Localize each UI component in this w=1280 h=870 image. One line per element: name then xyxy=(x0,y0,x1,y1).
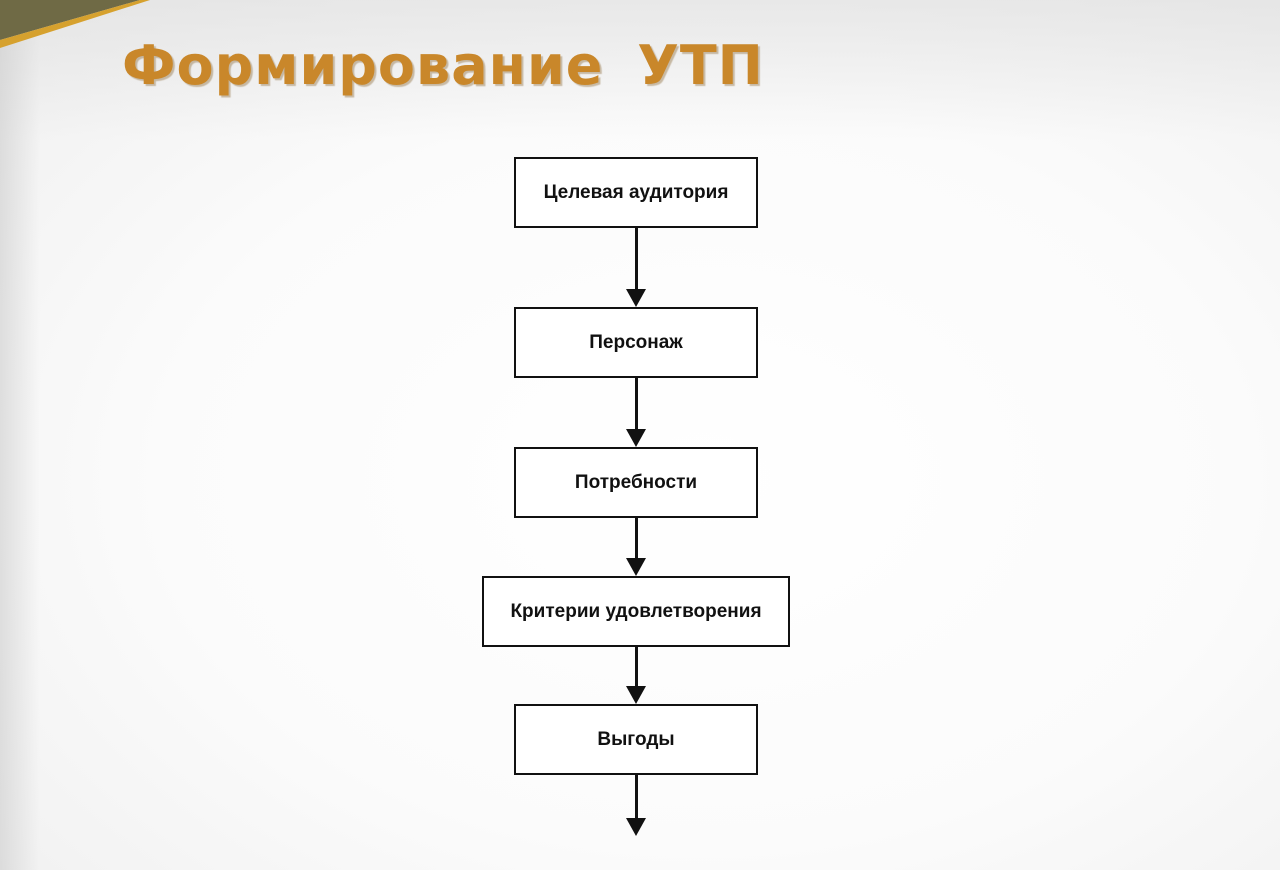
flow-arrow-line xyxy=(634,518,638,560)
flow-step-target-audience: Целевая аудитория xyxy=(514,157,758,228)
arrow-down-icon xyxy=(626,429,646,447)
arrow-down-icon xyxy=(626,558,646,576)
flow-arrow-line xyxy=(634,647,638,688)
slide-top-shade xyxy=(0,0,1280,140)
flow-step-persona: Персонаж xyxy=(514,307,758,378)
flow-arrow-line xyxy=(634,775,638,820)
flow-step-benefits: Выгоды xyxy=(514,704,758,775)
arrow-down-icon xyxy=(626,818,646,836)
arrow-down-icon xyxy=(626,686,646,704)
slide-left-shade xyxy=(0,0,40,870)
flow-step-needs: Потребности xyxy=(514,447,758,518)
flow-step-satisfaction-criteria: Критерии удовлетворения xyxy=(482,576,790,647)
flow-arrow-line xyxy=(634,378,638,431)
corner-stripe-decoration xyxy=(0,0,150,48)
slide-title: Формирование УТП xyxy=(122,34,764,97)
arrow-down-icon xyxy=(626,289,646,307)
flow-arrow-line xyxy=(634,228,638,291)
